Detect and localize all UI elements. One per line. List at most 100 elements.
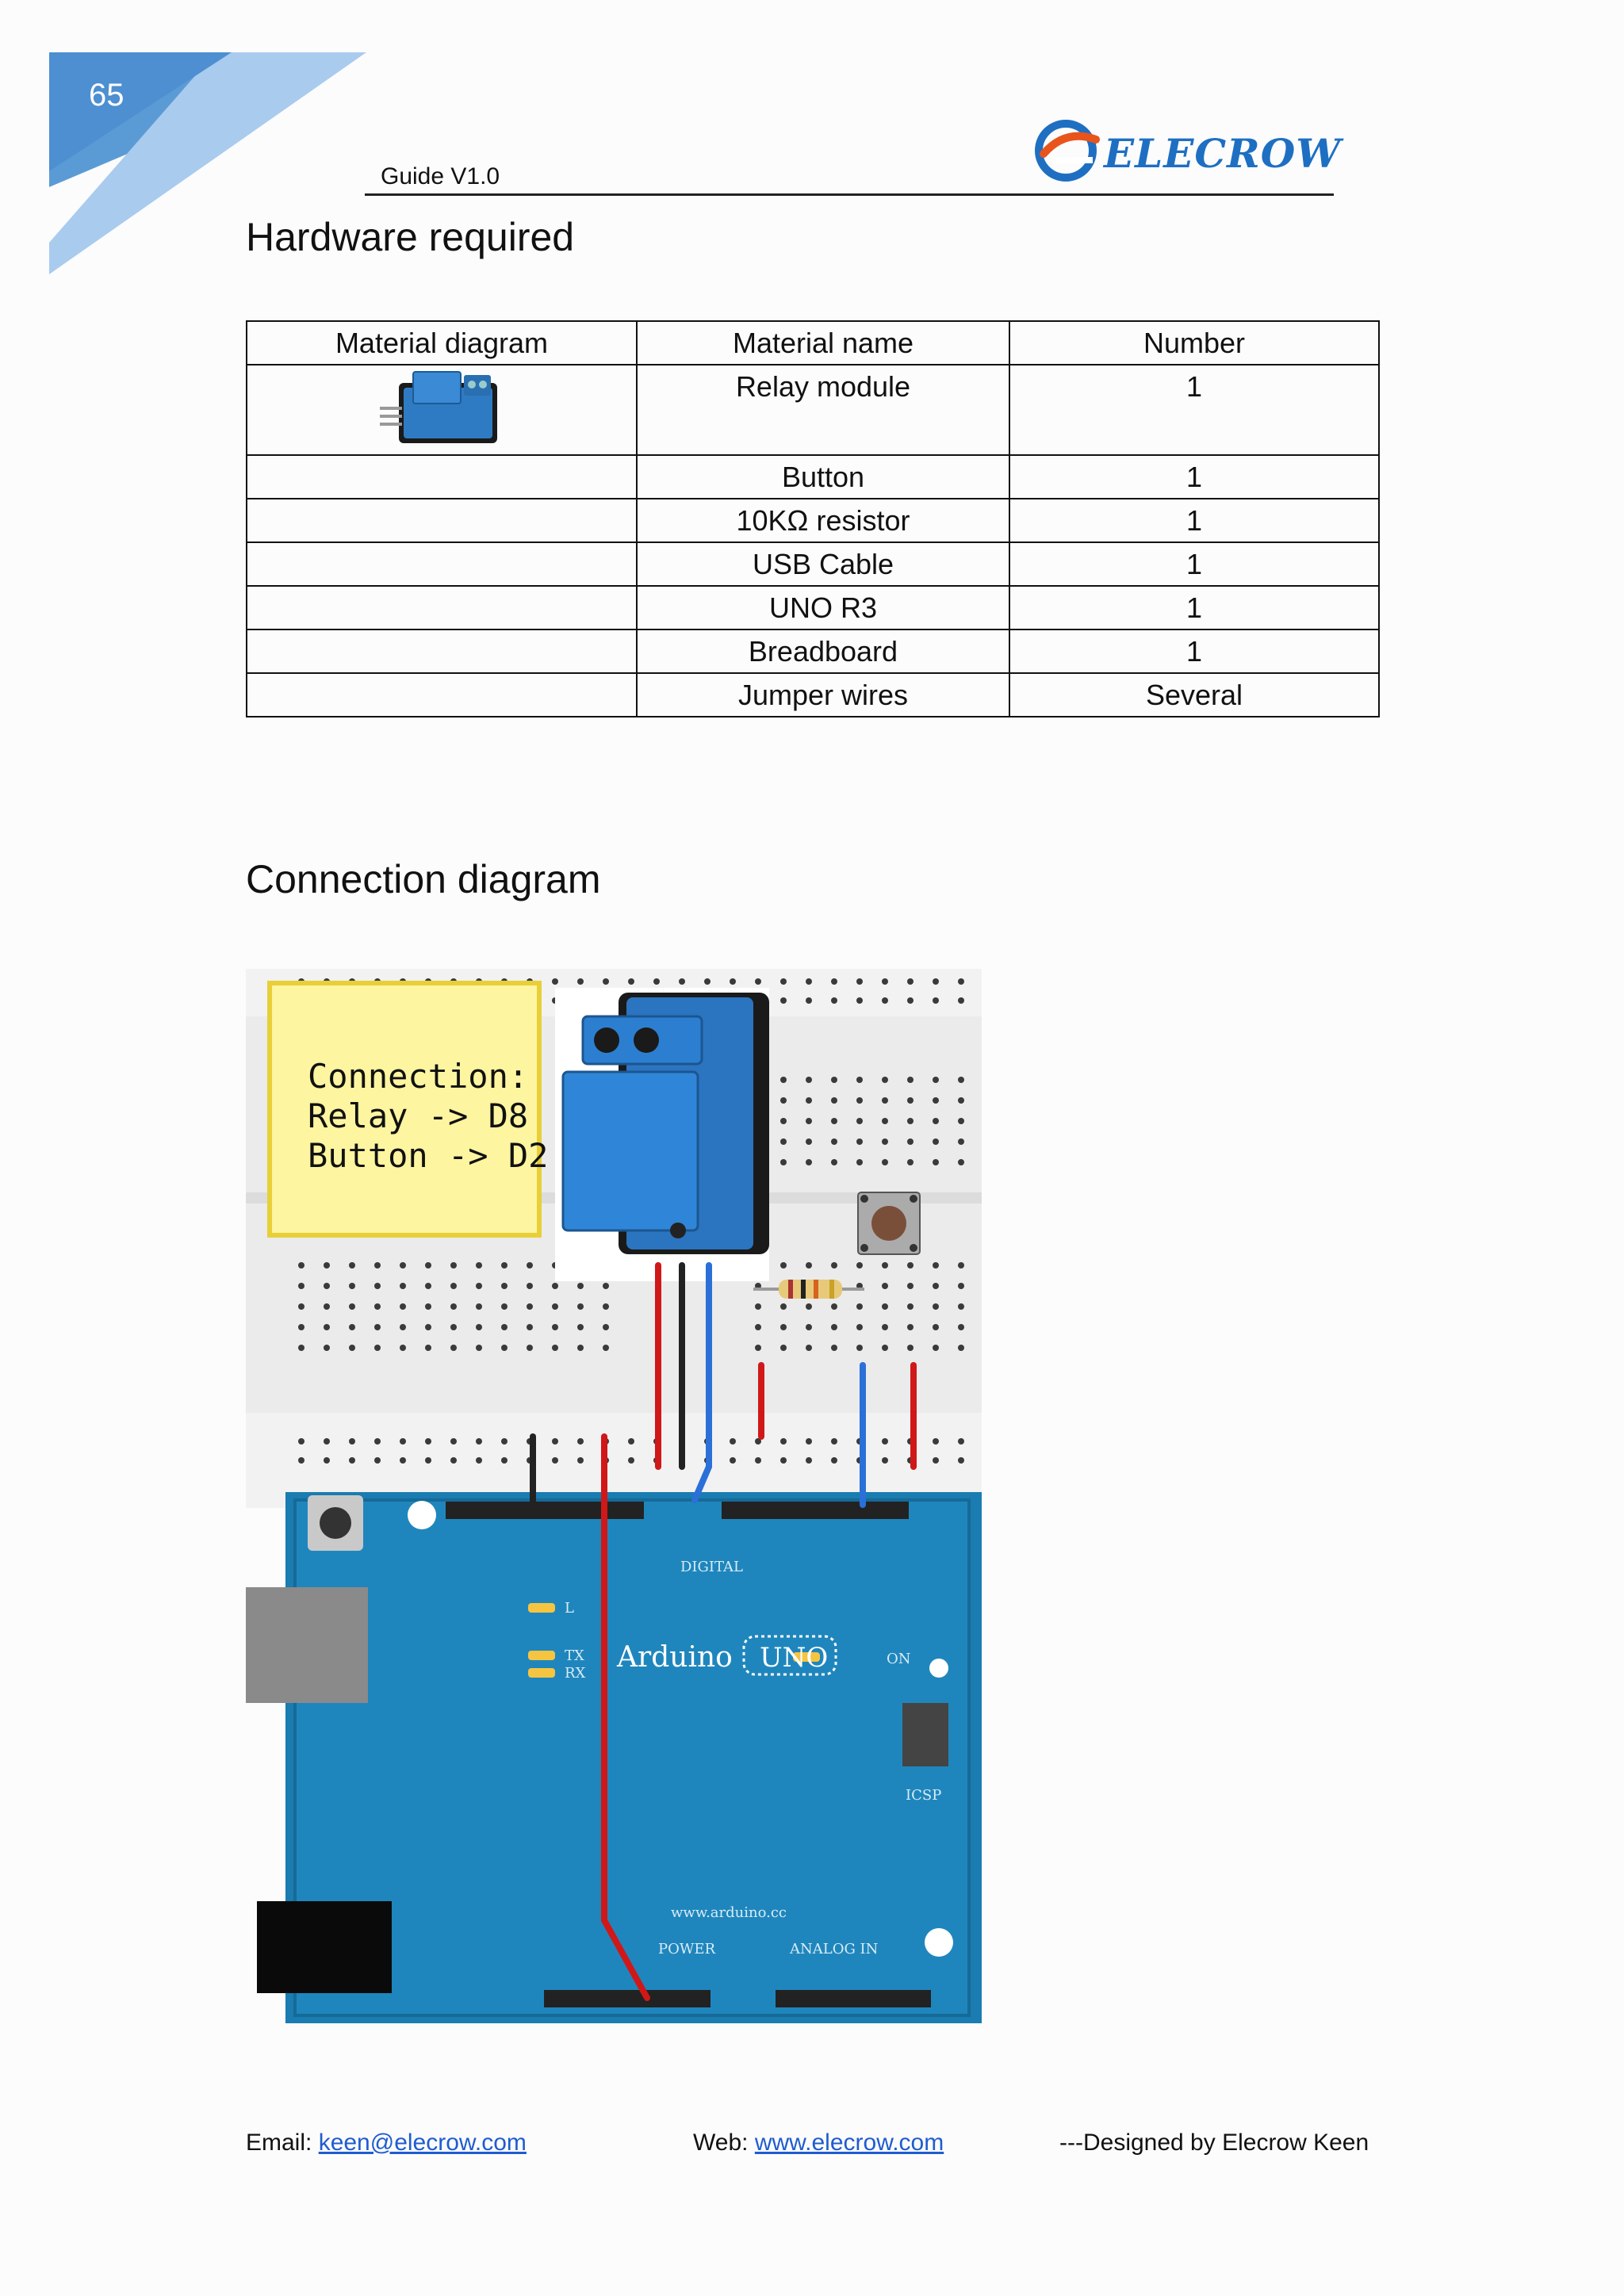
note-line-2: Relay -> D8	[308, 1096, 528, 1135]
material-image-cell	[246, 541, 638, 587]
breadboard-hole	[933, 1138, 939, 1145]
breadboard-hole	[400, 1345, 406, 1351]
breadboard-hole	[527, 1262, 533, 1269]
breadboard-hole	[958, 1097, 964, 1104]
breadboard-hole	[831, 1077, 837, 1083]
breadboard-hole	[755, 1324, 761, 1330]
breadboard-hole	[856, 1097, 863, 1104]
breadboard-hole	[831, 1345, 837, 1351]
material-name: USB Cable	[636, 541, 1010, 587]
breadboard-hole	[476, 1262, 482, 1269]
breadboard-hole	[501, 1283, 508, 1289]
breadboard-hole	[425, 1438, 431, 1445]
breadboard-hole	[958, 1457, 964, 1464]
material-number: 1	[1009, 454, 1380, 499]
material-image-cell	[246, 672, 638, 718]
email-link[interactable]: keen@elecrow.com	[318, 2130, 527, 2156]
breadboard-hole	[882, 1118, 888, 1124]
breadboard-hole	[527, 1283, 533, 1289]
analog-label: ANALOG IN	[789, 1941, 878, 1957]
breadboard-hole	[831, 1438, 837, 1445]
breadboard-hole	[882, 1324, 888, 1330]
breadboard-hole	[450, 1345, 457, 1351]
breadboard-hole	[806, 1345, 812, 1351]
breadboard-hole	[856, 978, 863, 985]
web-link[interactable]: www.elecrow.com	[754, 2130, 944, 2156]
col-header-name: Material name	[636, 320, 1010, 365]
breadboard-hole	[907, 1159, 914, 1165]
breadboard-hole	[933, 1262, 939, 1269]
material-image-cell	[246, 585, 638, 630]
breadboard-hole	[476, 1345, 482, 1351]
led-rx-label: RX	[565, 1665, 586, 1682]
breadboard-hole	[628, 1457, 634, 1464]
breadboard-hole	[450, 1324, 457, 1330]
breadboard-hole	[882, 1262, 888, 1269]
breadboard-hole	[907, 1077, 914, 1083]
breadboard-hole	[933, 1345, 939, 1351]
breadboard-hole	[933, 997, 939, 1004]
breadboard-hole	[298, 1345, 304, 1351]
breadboard-hole	[324, 1283, 330, 1289]
breadboard-hole	[755, 1438, 761, 1445]
breadboard-hole	[831, 1324, 837, 1330]
breadboard-hole	[603, 978, 609, 985]
material-image-cell	[246, 629, 638, 674]
breadboard-hole	[324, 1345, 330, 1351]
breadboard-hole	[806, 1438, 812, 1445]
page-number: 65	[89, 78, 124, 113]
breadboard-hole	[349, 1457, 355, 1464]
breadboard-hole	[882, 1457, 888, 1464]
breadboard-hole	[527, 1345, 533, 1351]
breadboard-hole	[780, 1159, 787, 1165]
material-number: 1	[1009, 541, 1380, 587]
breadboard-hole	[780, 1345, 787, 1351]
breadboard-hole	[831, 1138, 837, 1145]
connection-note	[267, 981, 542, 1238]
breadboard-hole	[450, 1438, 457, 1445]
breadboard-hole	[603, 1345, 609, 1351]
site-label: www.arduino.cc	[671, 1904, 787, 1921]
breadboard-hole	[552, 978, 558, 985]
breadboard-hole	[679, 978, 685, 985]
breadboard-hole	[374, 1262, 381, 1269]
breadboard-hole	[933, 1283, 939, 1289]
breadboard-hole	[882, 1097, 888, 1104]
breadboard-hole	[831, 1159, 837, 1165]
breadboard-hole	[958, 1138, 964, 1145]
breadboard-hole	[806, 1118, 812, 1124]
breadboard-hole	[603, 1324, 609, 1330]
breadboard-hole	[780, 1303, 787, 1310]
breadboard-hole	[501, 1457, 508, 1464]
connection-title: Connection diagram	[246, 857, 601, 901]
breadboard-hole	[882, 978, 888, 985]
breadboard-hole	[552, 1303, 558, 1310]
breadboard-hole	[958, 1303, 964, 1310]
on-label: ON	[887, 1651, 911, 1667]
arduino-board	[246, 1492, 982, 2023]
breadboard-hole	[577, 1324, 584, 1330]
breadboard-hole	[780, 1077, 787, 1083]
hardware-title: Hardware required	[246, 215, 575, 259]
corner-decoration	[49, 52, 366, 274]
relay-module-image	[380, 370, 497, 443]
breadboard-hole	[552, 1438, 558, 1445]
breadboard-hole	[958, 1118, 964, 1124]
breadboard-hole	[806, 1457, 812, 1464]
breadboard-hole	[628, 978, 634, 985]
breadboard-hole	[501, 1303, 508, 1310]
material-number: 1	[1009, 585, 1380, 630]
breadboard-hole	[907, 1118, 914, 1124]
breadboard-hole	[298, 1324, 304, 1330]
breadboard-hole	[907, 1283, 914, 1289]
breadboard-hole	[425, 1283, 431, 1289]
breadboard-hole	[780, 1324, 787, 1330]
breadboard-hole	[806, 1303, 812, 1310]
breadboard-hole	[400, 1438, 406, 1445]
elecrow-logo-mark	[1035, 120, 1100, 182]
breadboard-hole	[933, 1303, 939, 1310]
breadboard-hole	[907, 997, 914, 1004]
icsp-label: ICSP	[906, 1787, 941, 1804]
power-label: POWER	[658, 1941, 716, 1957]
